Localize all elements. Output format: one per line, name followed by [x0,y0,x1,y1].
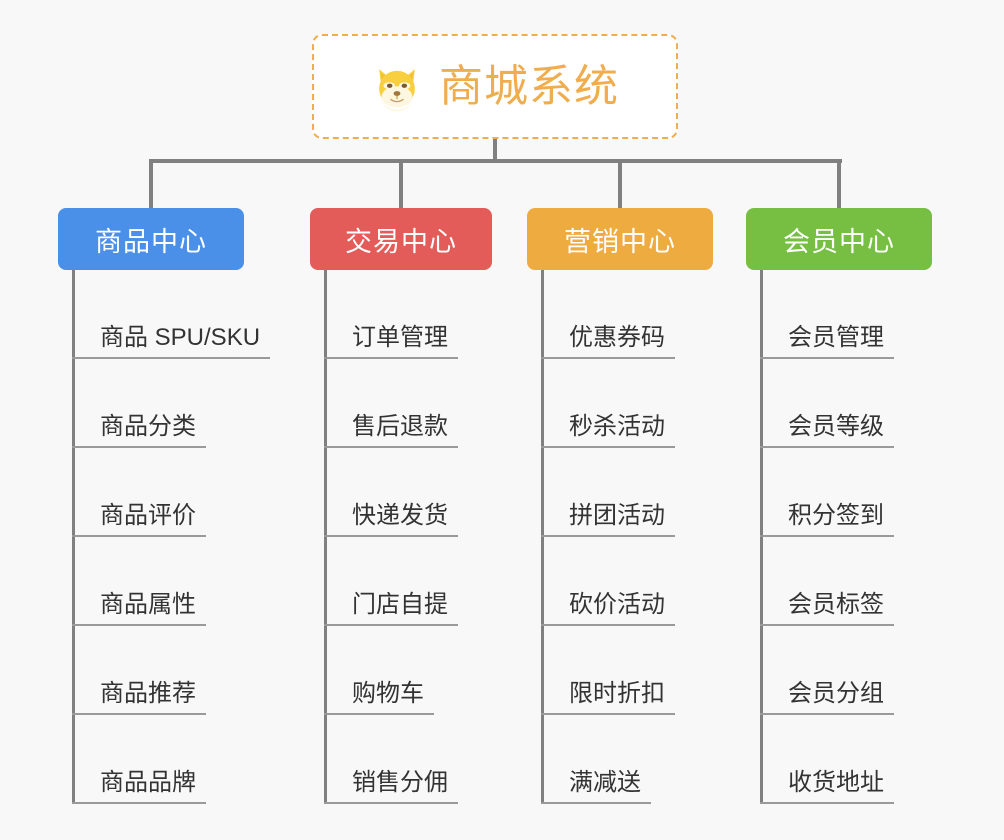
leaf-item[interactable]: 满减送 [541,715,675,804]
leaf-item[interactable]: 积分签到 [760,448,894,537]
leaf-item[interactable]: 商品品牌 [72,715,270,804]
leaf-item[interactable]: 商品分类 [72,359,270,448]
leaf-item-label: 积分签到 [760,502,894,537]
leaf-item-label: 销售分佣 [324,769,458,804]
connector-drop-1 [149,159,153,209]
leaf-item[interactable]: 订单管理 [324,270,458,359]
root-title: 商城系统 [439,61,619,111]
leaf-item-label: 砍价活动 [541,591,675,626]
leaf-item-label: 优惠券码 [541,324,675,359]
category-box-4[interactable]: 会员中心 [746,208,932,270]
leaf-item-label: 门店自提 [324,591,458,626]
category-box-3[interactable]: 营销中心 [527,208,713,270]
leaf-item-label: 收货地址 [760,769,894,804]
leaf-list-4: 会员管理会员等级积分签到会员标签会员分组收货地址 [760,270,894,804]
leaf-item-label: 限时折扣 [541,680,675,715]
leaf-item-label: 商品分类 [72,413,206,448]
leaf-item-label: 售后退款 [324,413,458,448]
connector-root-vertical [493,139,497,163]
connector-horizontal-bus [150,159,842,163]
connector-drop-2 [399,159,403,209]
category-label: 会员中心 [783,226,895,257]
leaf-item-label: 商品属性 [72,591,206,626]
leaf-item[interactable]: 收货地址 [760,715,894,804]
leaf-list-3: 优惠券码秒杀活动拼团活动砍价活动限时折扣满减送 [541,270,675,804]
root-node-shop-system[interactable]: 商城系统 [312,34,678,139]
leaf-item[interactable]: 拼团活动 [541,448,675,537]
leaf-list-2: 订单管理售后退款快递发货门店自提购物车销售分佣 [324,270,458,804]
leaf-item-label: 商品推荐 [72,680,206,715]
leaf-stem-4 [760,270,763,804]
category-label: 营销中心 [564,226,676,257]
leaf-item[interactable]: 秒杀活动 [541,359,675,448]
leaf-item-label: 快递发货 [324,502,458,537]
leaf-item[interactable]: 会员等级 [760,359,894,448]
leaf-item[interactable]: 售后退款 [324,359,458,448]
leaf-item-label: 拼团活动 [541,502,675,537]
category-box-1[interactable]: 商品中心 [58,208,244,270]
leaf-list-1: 商品 SPU/SKU 商品分类商品评价商品属性商品推荐商品品牌 [72,270,271,804]
leaf-stem-1 [72,270,75,804]
leaf-item-label: 秒杀活动 [541,413,675,448]
leaf-item[interactable]: 砍价活动 [541,537,675,626]
connector-drop-3 [618,159,622,209]
leaf-item-label: 满减送 [541,769,651,804]
leaf-stem-3 [541,270,544,804]
leaf-item[interactable]: 商品评价 [72,448,270,537]
leaf-item[interactable]: 快递发货 [324,448,458,537]
shiba-dog-face-icon [379,68,415,111]
category-box-2[interactable]: 交易中心 [310,208,492,270]
leaf-item-label: 会员标签 [760,591,894,626]
category-label: 交易中心 [345,226,457,257]
leaf-item-label: 会员等级 [760,413,894,448]
leaf-item[interactable]: 会员分组 [760,626,894,715]
leaf-item[interactable]: 商品属性 [72,537,270,626]
leaf-item[interactable]: 会员管理 [760,270,894,359]
leaf-item[interactable]: 商品 SPU/SKU [72,270,271,359]
leaf-item[interactable]: 销售分佣 [324,715,458,804]
leaf-item-label: 商品品牌 [72,769,206,804]
leaf-item-label: 会员分组 [760,680,894,715]
leaf-item-label: 商品 SPU/SKU [72,324,271,359]
category-label: 商品中心 [95,226,207,257]
leaf-item-label: 订单管理 [324,324,458,359]
leaf-item-label: 商品评价 [72,502,206,537]
leaf-item-label: 会员管理 [760,324,894,359]
leaf-item-label: 购物车 [324,680,434,715]
leaf-item[interactable]: 购物车 [324,626,458,715]
leaf-stem-2 [324,270,327,804]
leaf-item[interactable]: 门店自提 [324,537,458,626]
leaf-item[interactable]: 限时折扣 [541,626,675,715]
leaf-item[interactable]: 商品推荐 [72,626,270,715]
leaf-item[interactable]: 会员标签 [760,537,894,626]
leaf-item[interactable]: 优惠券码 [541,270,675,359]
connector-drop-4 [837,159,841,209]
